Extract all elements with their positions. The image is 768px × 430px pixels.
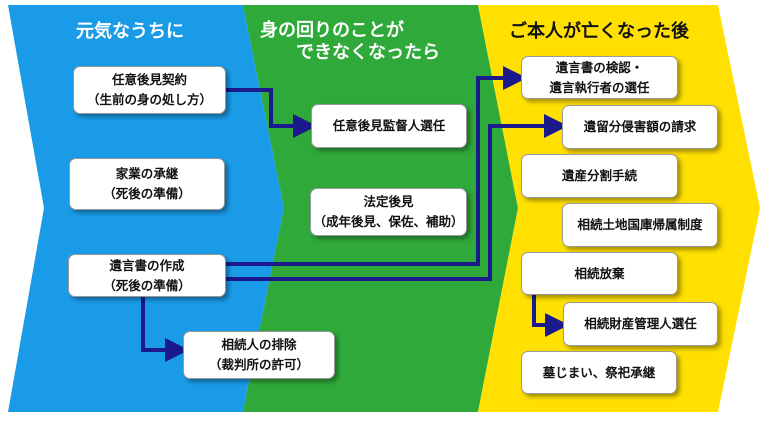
box-igon-kennin-label: 遺言書の検認・ 遺言執行者の選任	[549, 59, 650, 95]
box-iryubun-seikyu-label: 遺留分侵害額の請求	[583, 119, 697, 134]
box-zaisan-kanrinin: 相続財産管理人選任	[563, 302, 718, 346]
arrow-igon-to-kennin	[226, 66, 527, 266]
box-sozokunin-haijo-label: 相続人の排除 （裁判所の許可）	[208, 337, 309, 372]
box-isan-bunkatsu: 遺産分割手続	[521, 154, 678, 198]
box-igon-sakusei: 遺言書の作成 （死後の準備）	[68, 254, 226, 297]
arrow-igon-to-haijo	[141, 297, 189, 362]
box-isan-bunkatsu-label: 遺産分割手続	[561, 168, 637, 183]
box-hakajimai: 墓じまい、祭祀承継	[521, 351, 677, 394]
box-nin-i-koken-keiyaku-label: 任意後見契約 （生前の身の処し方）	[86, 72, 212, 107]
box-hotei-koken: 法定後見 （成年後見、保佐、補助）	[310, 188, 467, 236]
box-tochi-kokko-kizoku: 相続土地国庫帰属制度	[562, 203, 718, 247]
box-kagyo-shokei: 家業の承継 （死後の準備）	[69, 158, 225, 210]
box-tochi-kokko-kizoku-label: 相続土地国庫帰属制度	[577, 217, 703, 232]
box-nin-i-koken-keiyaku: 任意後見契約 （生前の身の処し方）	[73, 66, 226, 114]
arrow-ninikoken-to-kantoku	[226, 88, 317, 138]
box-kantokunin-sennin: 任意後見監督人選任	[311, 104, 467, 148]
box-kagyo-shokei-label: 家業の承継 （死後の準備）	[103, 166, 191, 201]
box-zaisan-kanrinin-label: 相続財産管理人選任	[584, 316, 697, 331]
phase-title-during: 身の回りのことが できなくなったら	[260, 20, 440, 63]
box-igon-kennin: 遺言書の検認・ 遺言執行者の選任	[521, 56, 678, 99]
arrow-hoki-to-zaisan	[532, 295, 569, 337]
arrow-igon-to-iryubun	[226, 114, 568, 281]
box-hakajimai-label: 墓じまい、祭祀承継	[542, 364, 656, 380]
box-sozoku-hoki-label: 相続放棄	[574, 265, 625, 281]
phase-title-before: 元気なうちに	[76, 21, 184, 42]
phase-title-after: ご本人が亡くなった後	[509, 21, 689, 42]
box-igon-sakusei-label: 遺言書の作成 （死後の準備）	[103, 257, 191, 293]
box-iryubun-seikyu: 遺留分侵害額の請求	[562, 105, 718, 149]
box-kantokunin-sennin-label: 任意後見監督人選任	[332, 118, 446, 133]
box-sozokunin-haijo: 相続人の排除 （裁判所の許可）	[183, 331, 335, 379]
box-hotei-koken-label: 法定後見 （成年後見、保佐、補助）	[313, 194, 464, 229]
box-sozoku-hoki: 相続放棄	[521, 252, 678, 295]
